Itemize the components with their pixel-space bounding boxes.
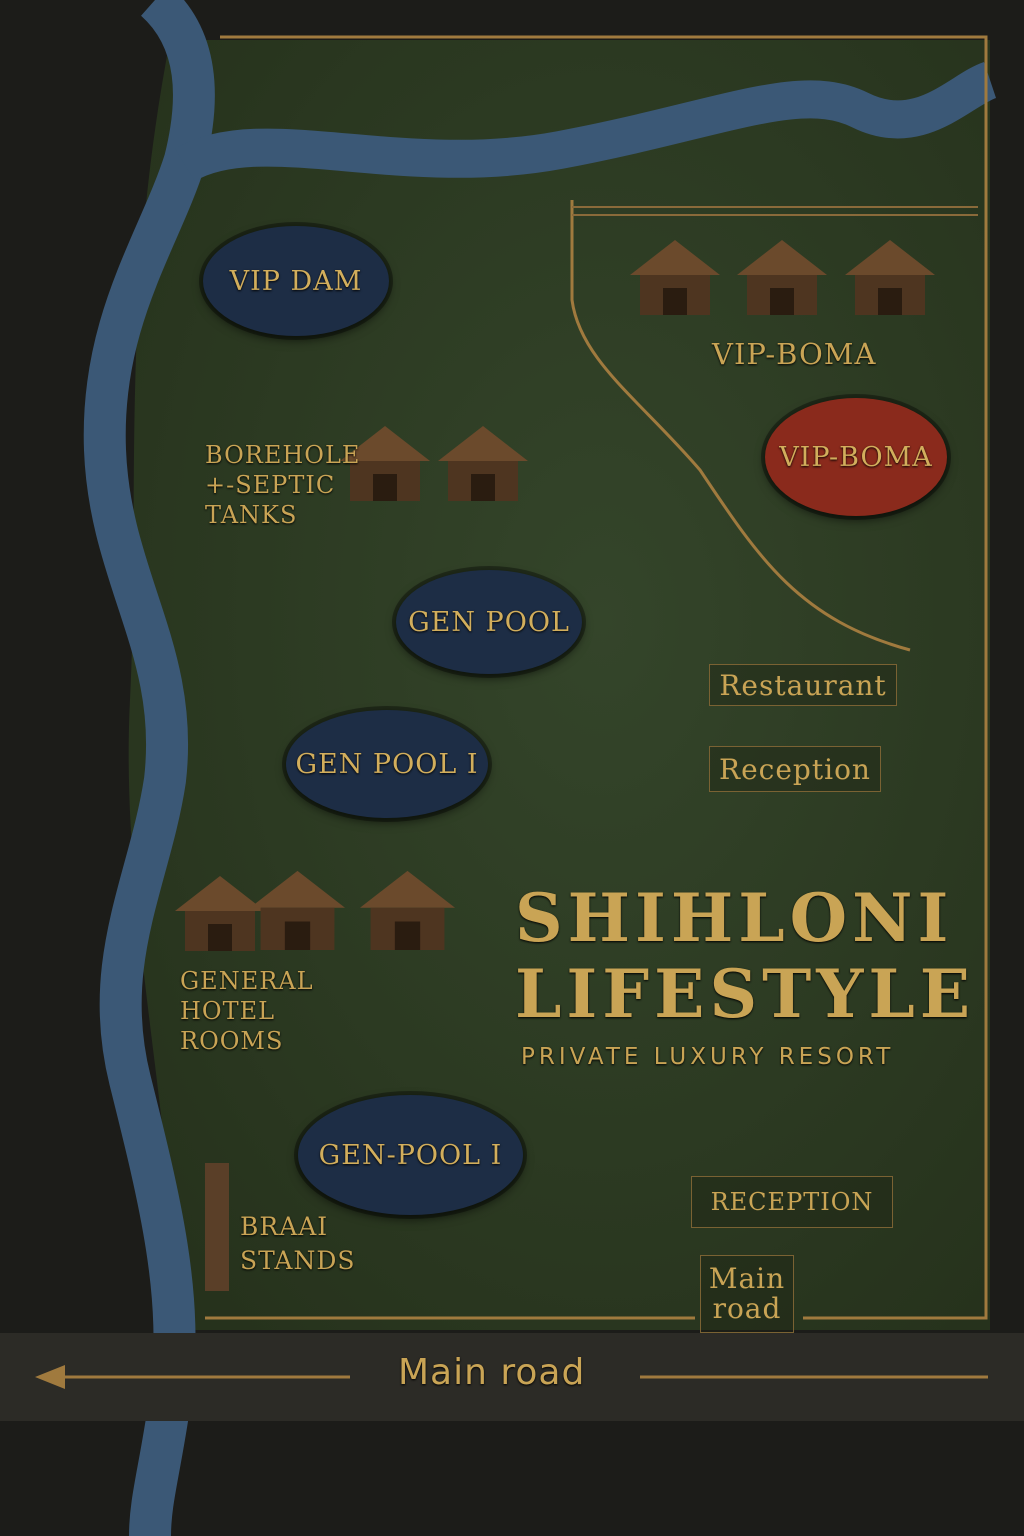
vip-boma-area[interactable]: VIP-BOMA (765, 398, 947, 516)
property-border (205, 35, 988, 1320)
resort-subtitle: PRIVATE LUXURY RESORT (521, 1044, 895, 1070)
arrow-left-icon (35, 1365, 65, 1389)
vip-dam[interactable]: VIP DAM (203, 226, 389, 336)
fence-palisade (572, 206, 978, 216)
vip-hut-icon (845, 240, 935, 318)
vip-hut-icon (630, 240, 720, 318)
vip-hut-icon (737, 240, 827, 318)
vip-boma-label: VIP-BOMA (712, 337, 877, 371)
vip-boma-fence (570, 200, 911, 652)
hotel-room-hut-icon (360, 866, 455, 958)
main-road-label: Main road (398, 1352, 586, 1393)
braai-stand (205, 1163, 229, 1291)
resort-grounds (128, 40, 991, 1330)
hut-icon (438, 420, 528, 510)
gen-pool-1[interactable]: GEN POOL I (286, 710, 488, 818)
river-branch (175, 61, 998, 182)
gen-pool-2[interactable]: GEN-POOL I (298, 1095, 523, 1215)
hotel-room-hut-icon (250, 866, 345, 958)
restaurant-sign[interactable]: Restaurant (709, 664, 897, 706)
reception-sign[interactable]: Reception (709, 746, 881, 792)
gen-pool[interactable]: GEN POOL (396, 570, 582, 674)
reception-lower-sign[interactable]: RECEPTION (691, 1176, 893, 1228)
